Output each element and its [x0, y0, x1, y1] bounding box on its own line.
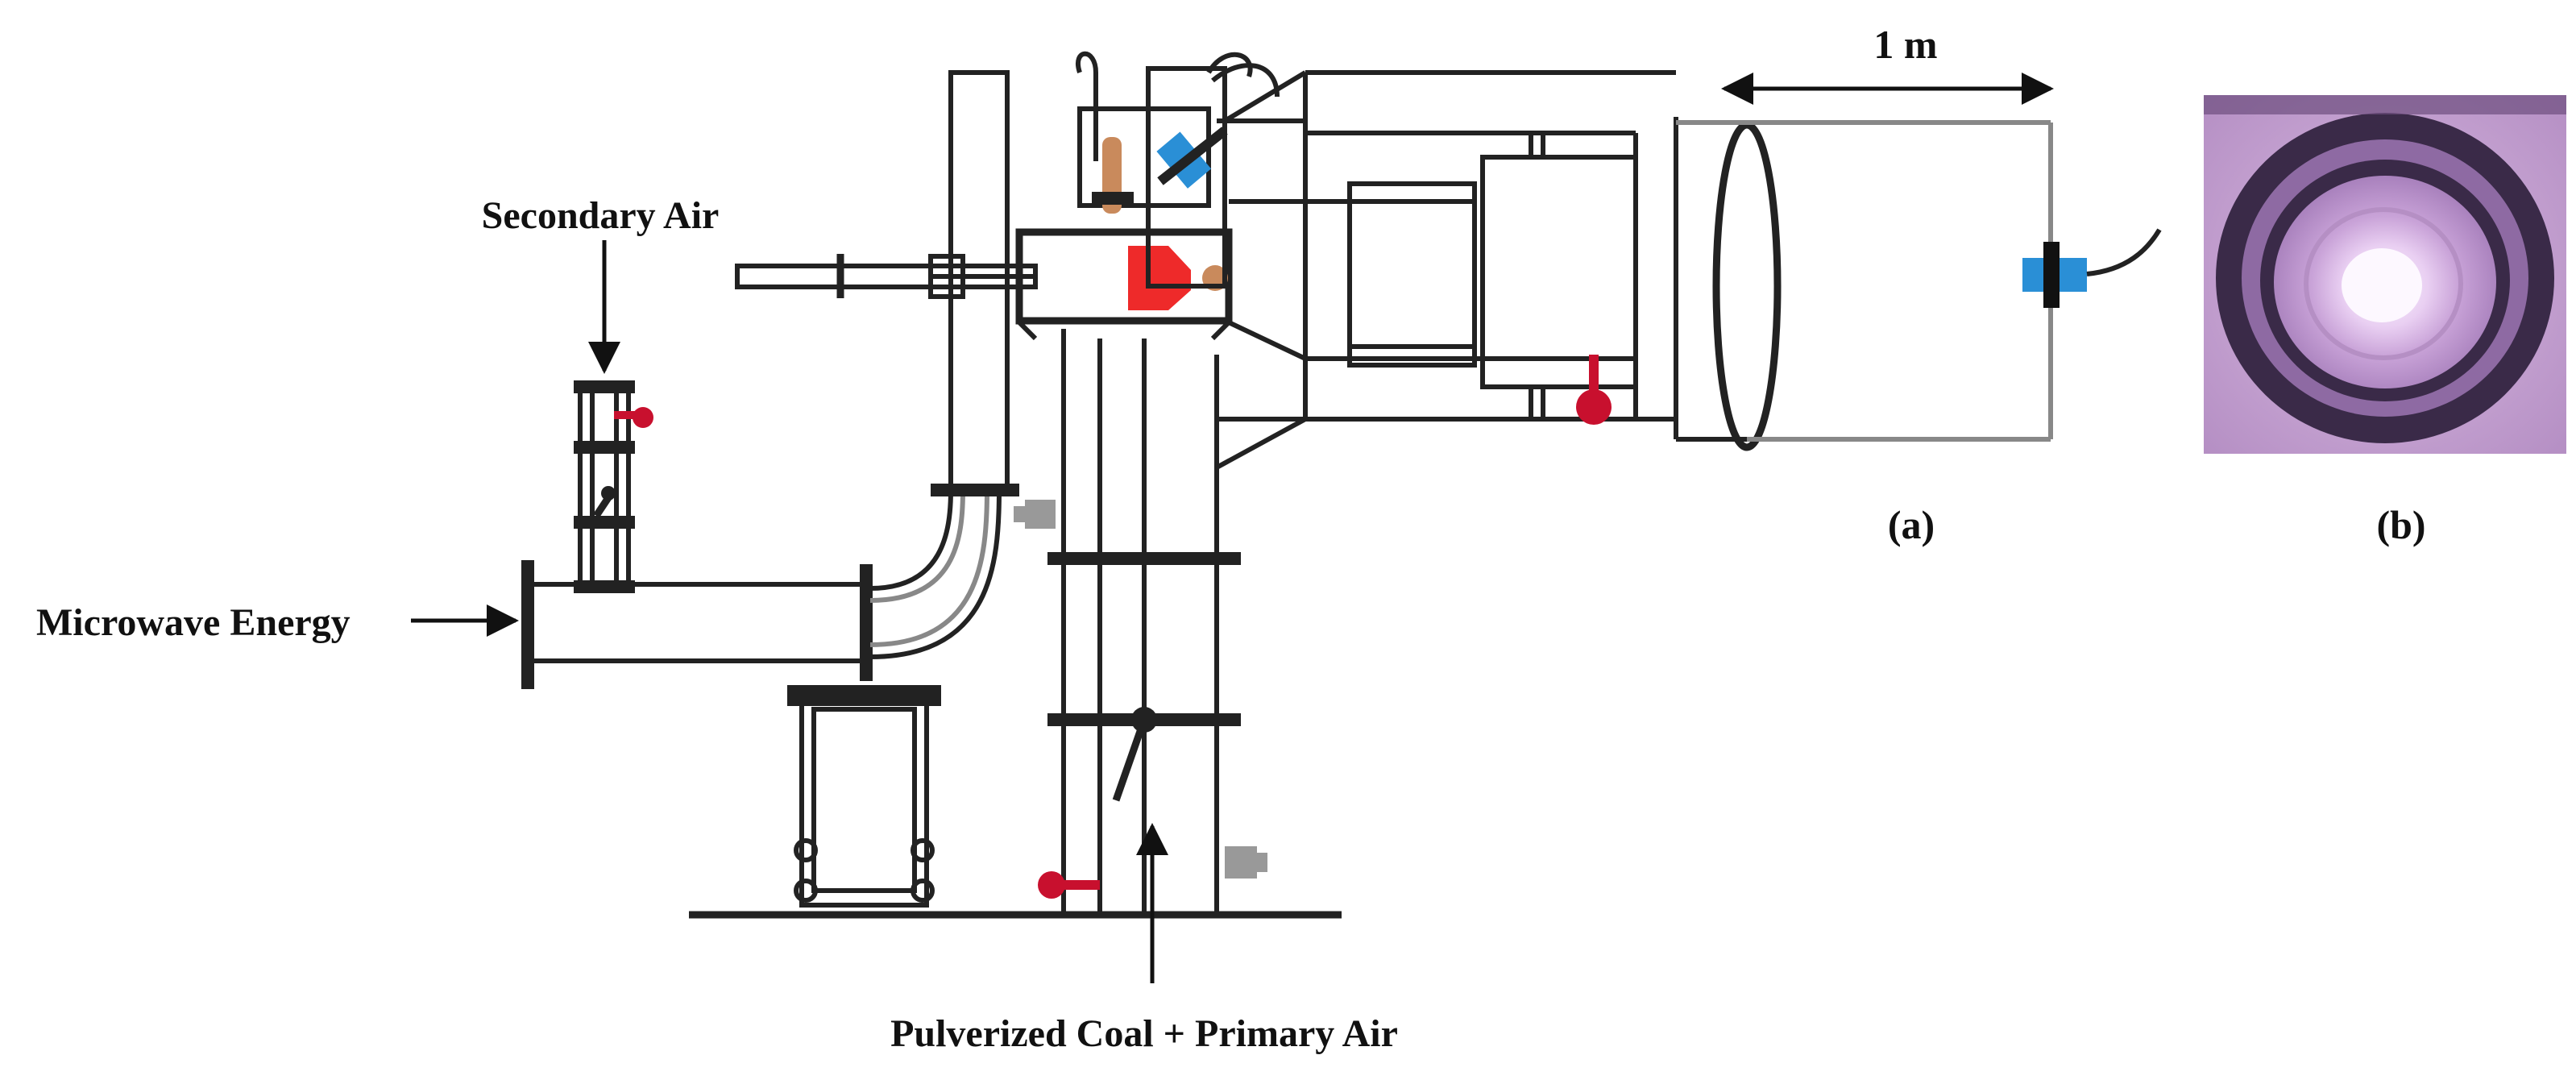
burner-nozzle-icon: [1128, 246, 1228, 310]
red-valve-icon[interactable]: [1576, 355, 1612, 425]
one-meter-section: [1676, 120, 2053, 442]
blue-sensor-icon[interactable]: [1156, 127, 1228, 189]
grey-port-icon: [1014, 500, 1056, 529]
secondary-air-label: Secondary Air: [482, 194, 720, 237]
burner-housing: [1015, 228, 1233, 341]
coal-feed-pipe: [1047, 329, 1241, 915]
thermocouple-probe-icon: [1092, 137, 1134, 214]
coal-air-label: Pulverized Coal + Primary Air: [890, 1012, 1398, 1055]
exhaust-window: [1674, 117, 1782, 451]
microwave-cart: [787, 685, 941, 908]
red-valve-icon[interactable]: [1038, 871, 1100, 899]
bent-duct: [869, 484, 1019, 659]
damper-icon[interactable]: [1112, 718, 1148, 802]
microwave-energy-label: Microwave Energy: [36, 601, 351, 644]
dimension-label: 1 m: [1873, 22, 1937, 67]
red-valve-icon[interactable]: [614, 407, 653, 428]
grey-port-icon: [1225, 846, 1267, 879]
combustion-chamber: [1303, 70, 1676, 422]
blue-sensor-icon[interactable]: [2022, 228, 2162, 308]
flame-photo: [2204, 95, 2566, 454]
secondary-air-riser: [948, 70, 1010, 492]
transition-section: [1215, 70, 1307, 470]
panel-a-label: (a): [1888, 502, 1935, 547]
top-probe-housing: [1076, 51, 1280, 289]
burner-lance: [735, 254, 1038, 299]
secondary-air-inlet: [574, 380, 635, 593]
panel-b-label: (b): [2376, 502, 2425, 547]
